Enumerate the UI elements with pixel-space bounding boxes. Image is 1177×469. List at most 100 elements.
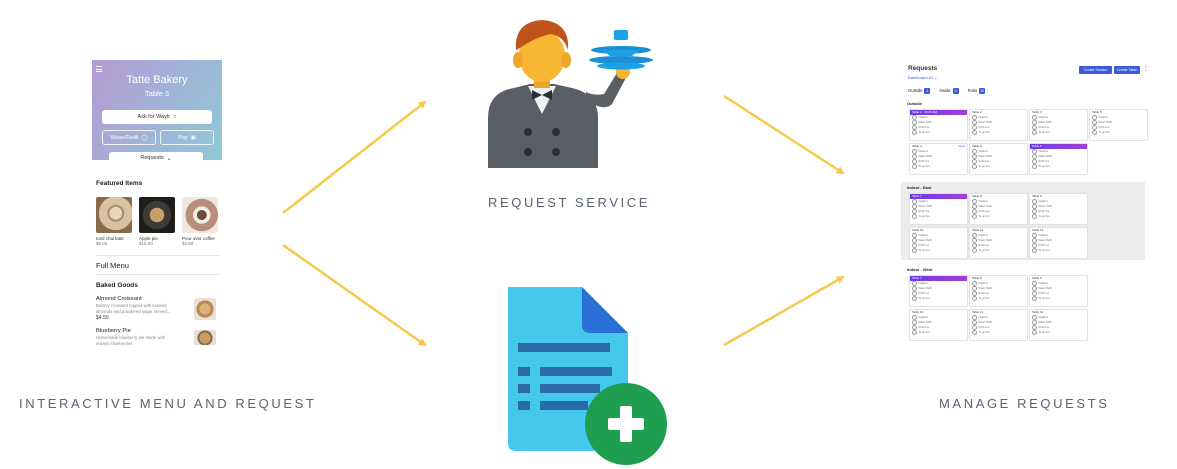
request-option[interactable]: Refill cup: [910, 159, 967, 164]
menu-item-almond-croissant[interactable]: Almond Croissant Buttery croissant toppe…: [96, 296, 220, 324]
hamburger-icon[interactable]: [96, 66, 102, 72]
request-option[interactable]: Refill cup: [910, 291, 967, 296]
request-option[interactable]: Water Refill: [1030, 204, 1087, 209]
request-option[interactable]: Refill cup: [1030, 325, 1087, 330]
request-option[interactable]: To-go box: [970, 130, 1027, 135]
request-option[interactable]: Refill cup: [910, 125, 967, 130]
request-option[interactable]: Refill cup: [910, 243, 967, 248]
request-option[interactable]: Water Refill: [910, 320, 967, 325]
request-option[interactable]: Water Refill: [970, 204, 1027, 209]
request-option[interactable]: Napkins: [1030, 281, 1087, 286]
request-option[interactable]: Napkins: [1090, 115, 1147, 120]
request-option[interactable]: To-go box: [1090, 130, 1147, 135]
request-option[interactable]: Water Refill: [970, 320, 1027, 325]
request-option[interactable]: Napkins: [910, 281, 967, 286]
request-option[interactable]: Napkins: [1030, 233, 1087, 238]
request-option[interactable]: Napkins: [910, 315, 967, 320]
request-option[interactable]: Refill cup: [1030, 125, 1087, 130]
request-option[interactable]: Refill cup: [1030, 159, 1087, 164]
request-option[interactable]: Napkins: [1030, 115, 1087, 120]
request-option[interactable]: To-go box: [1030, 330, 1087, 335]
request-option[interactable]: Refill cup: [970, 243, 1027, 248]
featured-image-apple-pie[interactable]: [139, 197, 175, 233]
request-option[interactable]: Water Refill: [910, 120, 967, 125]
request-option[interactable]: Refill cup: [970, 125, 1027, 130]
request-option[interactable]: Napkins: [970, 315, 1027, 320]
request-option[interactable]: Napkins: [1030, 315, 1087, 320]
dashboard-selector[interactable]: Dashboard #1 ⌄: [908, 75, 938, 80]
request-option[interactable]: To-go box: [970, 248, 1027, 253]
request-option[interactable]: Refill cup: [910, 209, 967, 214]
request-option[interactable]: To-go box: [910, 296, 967, 301]
clear-button[interactable]: Clear: [957, 144, 965, 148]
request-option[interactable]: Water Refill: [970, 154, 1027, 159]
full-menu-heading[interactable]: Full Menu: [96, 261, 129, 270]
request-option[interactable]: To-go box: [910, 130, 967, 135]
request-option[interactable]: Water Refill: [1030, 154, 1087, 159]
request-option[interactable]: Refill cup: [970, 159, 1027, 164]
request-option[interactable]: Refill cup: [970, 209, 1027, 214]
request-option[interactable]: Water Refill: [1030, 238, 1087, 243]
request-option[interactable]: Water Refill: [970, 286, 1027, 291]
request-option[interactable]: Water Refill: [970, 120, 1027, 125]
request-option[interactable]: Water Refill: [910, 204, 967, 209]
request-option[interactable]: Napkins: [910, 115, 967, 120]
request-option[interactable]: To-go box: [970, 214, 1027, 219]
request-option[interactable]: Napkins: [910, 199, 967, 204]
request-option[interactable]: To-go box: [910, 330, 967, 335]
request-option[interactable]: Napkins: [970, 115, 1027, 120]
request-option[interactable]: Napkins: [970, 281, 1027, 286]
create-section-button[interactable]: Create Section: [1079, 66, 1112, 74]
request-option[interactable]: Water Refill: [910, 238, 967, 243]
request-option[interactable]: Refill cup: [1030, 291, 1087, 296]
request-option[interactable]: To-go box: [1030, 214, 1087, 219]
request-option[interactable]: To-go box: [1030, 164, 1087, 169]
request-option[interactable]: Water Refill: [1030, 120, 1087, 125]
more-vertical-icon[interactable]: ⋮: [1143, 66, 1149, 72]
menu-item-blueberry-pie[interactable]: Blueberry Pie Homemade blueberry pie mad…: [96, 328, 220, 345]
request-option[interactable]: To-go box: [970, 164, 1027, 169]
request-option[interactable]: To-go box: [910, 214, 967, 219]
request-option[interactable]: Water Refill: [1030, 320, 1087, 325]
request-option[interactable]: Refill cup: [1030, 243, 1087, 248]
request-option[interactable]: Refill cup: [970, 325, 1027, 330]
create-table-button[interactable]: Create Table: [1114, 66, 1140, 74]
water-refill-button[interactable]: Water/Refill ◯: [102, 130, 156, 145]
request-option[interactable]: To-go box: [910, 248, 967, 253]
request-option[interactable]: To-go box: [970, 330, 1027, 335]
ask-waytr-button[interactable]: Ask for Waytr ○: [102, 110, 212, 124]
request-option[interactable]: Napkins: [1030, 199, 1087, 204]
request-option[interactable]: To-go box: [970, 296, 1027, 301]
request-option[interactable]: Napkins: [970, 149, 1027, 154]
request-option[interactable]: Water Refill: [1030, 286, 1087, 291]
request-option[interactable]: To-go box: [1030, 130, 1087, 135]
pay-button[interactable]: Pay ▣: [160, 130, 214, 145]
request-option[interactable]: Refill cup: [1090, 125, 1147, 130]
request-option[interactable]: Napkins: [1030, 149, 1087, 154]
request-option[interactable]: Napkins: [970, 233, 1027, 238]
request-option[interactable]: Napkins: [970, 199, 1027, 204]
request-option[interactable]: To-go box: [1030, 248, 1087, 253]
requests-dropdown[interactable]: Requests ⌄: [109, 152, 203, 164]
request-option[interactable]: Water Refill: [1090, 120, 1147, 125]
